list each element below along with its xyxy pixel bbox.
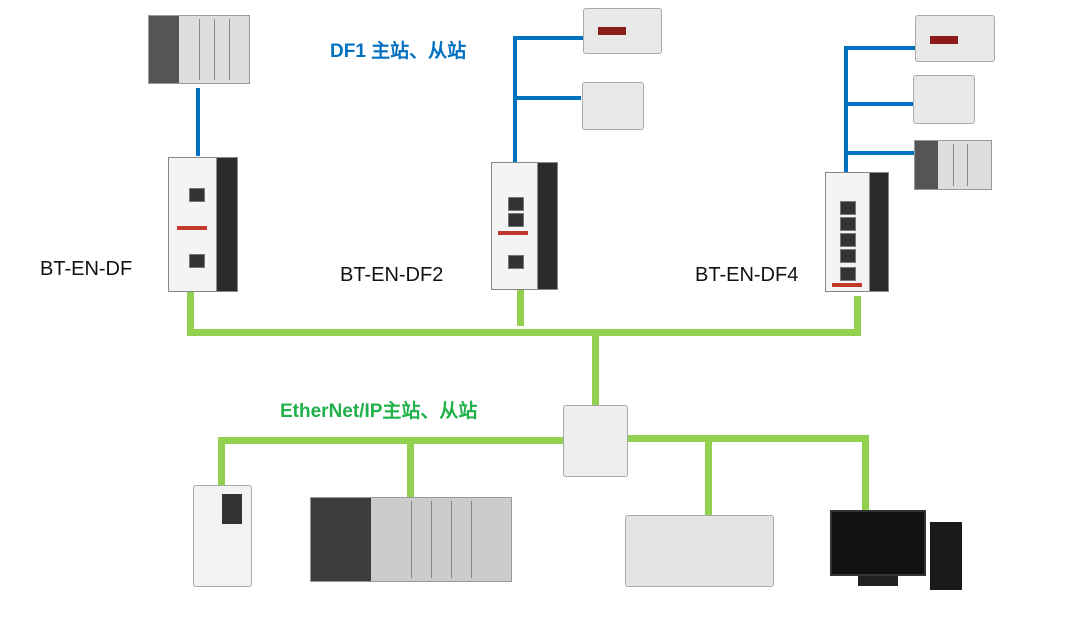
micrologix-controller-icon: [583, 8, 662, 54]
df1-link-gw2-top: [513, 36, 583, 40]
df1-link-gw4-mid: [844, 102, 913, 106]
eth-drop-gw4: [854, 296, 861, 333]
micro-controller-icon: [582, 82, 644, 130]
eth-drop-pc: [862, 435, 869, 512]
eth-drop-compact: [705, 435, 712, 518]
controllogix-chassis-icon: [310, 497, 512, 582]
df1-title: DF1 主站、从站: [330, 41, 467, 62]
gateway2-label: BT-EN-DF2: [340, 264, 444, 286]
gateway1-label: BT-EN-DF: [40, 258, 133, 280]
gateway4-label: BT-EN-DF4: [695, 264, 799, 286]
ethernet-switch-icon: [563, 405, 628, 477]
eth-drop-gw2: [517, 288, 524, 326]
df1-link-gw1: [196, 88, 200, 156]
df1-link-gw4-trunk: [844, 46, 848, 172]
desktop-computer-icon: [830, 510, 965, 590]
powerflex-drive-icon: [193, 485, 252, 587]
gateway-bt-en-df2-icon: [491, 162, 558, 290]
df1-link-gw2-mid: [513, 96, 581, 100]
df1-link-gw2-trunk: [513, 36, 517, 164]
gateway-bt-en-df4-icon: [825, 172, 889, 292]
df1-link-gw4-top: [844, 46, 915, 50]
eth-link-switch: [592, 332, 599, 410]
eth-drop-drive: [218, 437, 225, 487]
eth-drop-chassis: [407, 437, 414, 499]
eth-bus-lower-right: [626, 435, 869, 442]
df1-link-gw4-bottom: [844, 151, 914, 155]
eth-drop-gw1: [187, 292, 194, 335]
micrologix-controller-icon: [915, 15, 995, 62]
plc-chassis-icon: [914, 140, 992, 190]
eth-bus-lower-left: [218, 437, 565, 444]
compactlogix-controller-icon: [625, 515, 774, 587]
gateway-bt-en-df-icon: [168, 157, 238, 292]
plc-chassis-icon: [148, 15, 250, 84]
ethernet-title: EtherNet/IP主站、从站: [280, 401, 478, 422]
eth-bus-upper: [187, 329, 861, 336]
micro-controller-icon: [913, 75, 975, 124]
